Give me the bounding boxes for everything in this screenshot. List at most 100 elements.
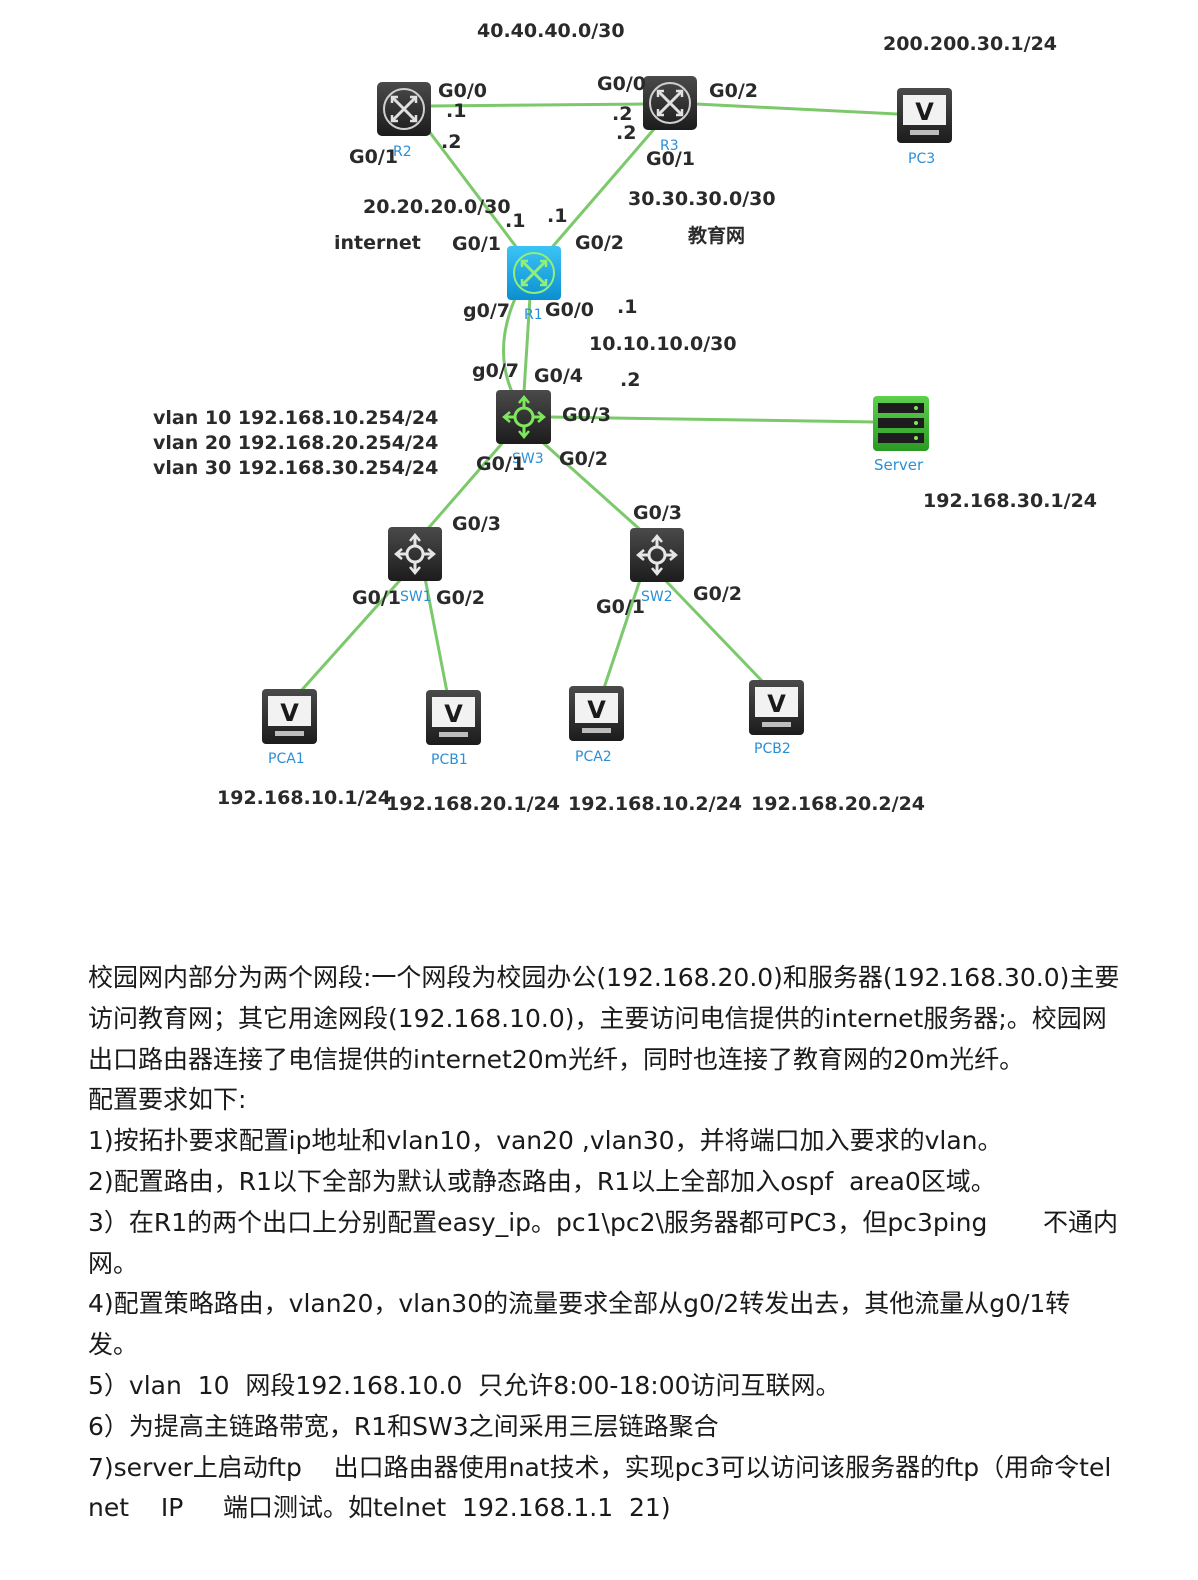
pc-glyph: V: [915, 98, 934, 126]
text-line: 3）在R1的两个出口上分别配置easy_ip。pc1\pc2\服务器都可PC3，…: [88, 1207, 1119, 1237]
port-label: G0/2: [575, 232, 624, 254]
node-label-pca2: PCA2: [575, 749, 612, 765]
port-label: g0/7: [463, 300, 510, 322]
port-ip-label: .1: [446, 100, 466, 122]
port-ip-label: .1: [547, 205, 567, 227]
pc-pcb1[interactable]: V: [426, 690, 481, 745]
switch-sw1[interactable]: [388, 527, 442, 581]
l3-switch-icon: [496, 390, 551, 444]
ip-label-pc3: 200.200.30.1/24: [883, 33, 1057, 55]
pc-glyph: V: [280, 699, 299, 727]
port-ip-label: .2: [441, 131, 461, 153]
text-line: 2)配置路由，R1以下全部为默认或静态路由，R1以上全部加入ospf area0…: [88, 1166, 996, 1196]
link-r1-sw3-g04: [522, 296, 532, 393]
link-r3-pc3: [695, 102, 898, 116]
link-sw2-pca2: [602, 579, 642, 689]
text-line: 访问教育网；其它用途网段(192.168.10.0)，主要访问电信提供的inte…: [88, 1003, 1107, 1033]
link-r3-r1: [546, 127, 657, 253]
port-label: G0/2: [709, 80, 758, 102]
router-r2[interactable]: [377, 82, 431, 136]
port-label: G0/3: [562, 404, 611, 426]
port-label: G0/1: [352, 587, 401, 609]
port-label: G0/2: [436, 587, 485, 609]
node-label-sw3: SW3: [512, 451, 544, 467]
port-label: G0/0: [597, 73, 646, 95]
ip-label-pca2: 192.168.10.2/24: [568, 793, 742, 815]
node-label-sw2: SW2: [641, 589, 673, 605]
network-label-40: 40.40.40.0/30: [477, 20, 625, 42]
port-ip-label: .2: [620, 369, 640, 391]
port-label: G0/1: [452, 233, 501, 255]
vlan20-label: vlan 20 192.168.20.254/24: [153, 432, 438, 454]
link-r1-sw3-g07: [502, 289, 521, 393]
switch-sw2[interactable]: [630, 528, 684, 582]
link-r2-r3: [429, 102, 646, 108]
node-label-r1: R1: [524, 307, 543, 323]
link-sw3-sw2: [538, 438, 647, 536]
link-sw1-pcb1: [423, 577, 449, 693]
text-line: 校园网内部分为两个网段:一个网段为校园办公(192.168.20.0)和服务器(…: [88, 963, 1120, 992]
port-ip-label: .2: [616, 122, 636, 144]
text-line: 1)按拓扑要求配置ip地址和vlan10，van20 ,vlan30，并将端口加…: [88, 1126, 1003, 1156]
port-label: G0/3: [633, 502, 682, 524]
text-line: 配置要求如下:: [88, 1085, 247, 1115]
requirements-text: 校园网内部分为两个网段:一个网段为校园办公(192.168.20.0)和服务器(…: [88, 958, 1178, 1529]
port-label: G0/0: [438, 80, 487, 102]
label-internet: internet: [334, 232, 421, 254]
node-label-pcb1: PCB1: [431, 752, 468, 768]
text-line: 7)server上启动ftp 出口路由器使用nat技术，实现pc3可以访问该服务…: [88, 1452, 1112, 1482]
text-line: 4)配置策略路由，vlan20，vlan30的流量要求全部从g0/2转发出去，其…: [88, 1289, 1071, 1319]
pc-pca2[interactable]: V: [569, 686, 624, 741]
port-label: G0/0: [545, 299, 594, 321]
text-line: 6）为提高主链路带宽，R1和SW3之间采用三层链路聚合: [88, 1411, 719, 1441]
port-ip-label: .1: [617, 296, 637, 318]
text-line: 5）vlan 10 网段192.168.10.0 只允许8:00-18:00访问…: [88, 1370, 841, 1400]
link-sw3-sw1: [423, 439, 507, 533]
switch-sw3[interactable]: [496, 390, 551, 444]
ip-label-pcb2: 192.168.20.2/24: [751, 793, 925, 815]
node-label-pc3: PC3: [908, 151, 935, 167]
port-label: G0/1: [476, 453, 525, 475]
node-label-sw1: SW1: [400, 589, 432, 605]
port-label: G0/2: [559, 448, 608, 470]
ip-label-server: 192.168.30.1/24: [923, 490, 1097, 512]
network-label-30: 30.30.30.0/30: [628, 188, 776, 210]
link-r2-r1: [423, 125, 522, 253]
server-node[interactable]: [873, 396, 929, 451]
port-label: G0/3: [452, 513, 501, 535]
pc-glyph: V: [767, 690, 786, 718]
label-edu-net: 教育网: [688, 224, 745, 247]
router-r1[interactable]: [507, 246, 561, 300]
network-topology-diagram: V V V V V R2 R3 R1 SW3 SW1 SW2 PC3 Serve…: [153, 20, 1097, 815]
node-label-server: Server: [874, 456, 924, 474]
node-label-pcb2: PCB2: [754, 741, 791, 757]
port-label: g0/7: [472, 360, 519, 382]
node-label-r3: R3: [660, 138, 679, 154]
pc-pcb2[interactable]: V: [749, 680, 804, 735]
port-ip-label: .1: [505, 210, 525, 232]
text-line: net IP 端口测试。如telnet 192.168.1.1 21): [88, 1493, 671, 1523]
link-sw1-pca1: [298, 576, 404, 694]
switch-icon: [630, 528, 684, 582]
text-line: 发。: [88, 1330, 139, 1360]
ip-label-pca1: 192.168.10.1/24: [217, 787, 391, 809]
pc-pca1[interactable]: V: [262, 689, 317, 744]
node-label-pca1: PCA1: [268, 751, 305, 767]
network-label-10: 10.10.10.0/30: [589, 333, 737, 355]
link-sw3-server: [548, 415, 876, 424]
port-ip-label: .2: [612, 103, 632, 125]
ip-label-pcb1: 192.168.20.1/24: [386, 793, 560, 815]
vlan10-label: vlan 10 192.168.10.254/24: [153, 407, 438, 429]
switch-icon: [388, 527, 442, 581]
port-label: G0/4: [534, 365, 583, 387]
network-label-20: 20.20.20.0/30: [363, 196, 511, 218]
text-line: 出口路由器连接了电信提供的internet20m光纤，同时也连接了教育网的20m…: [88, 1044, 1025, 1074]
pc-glyph: V: [444, 700, 463, 728]
port-label: G0/1: [646, 148, 695, 170]
port-label: G0/1: [349, 146, 398, 168]
pc-pc3[interactable]: V: [897, 88, 952, 143]
router-r3[interactable]: [643, 76, 697, 130]
port-label: G0/2: [693, 583, 742, 605]
text-line: 网。: [88, 1248, 139, 1278]
vlan30-label: vlan 30 192.168.30.254/24: [153, 457, 438, 479]
